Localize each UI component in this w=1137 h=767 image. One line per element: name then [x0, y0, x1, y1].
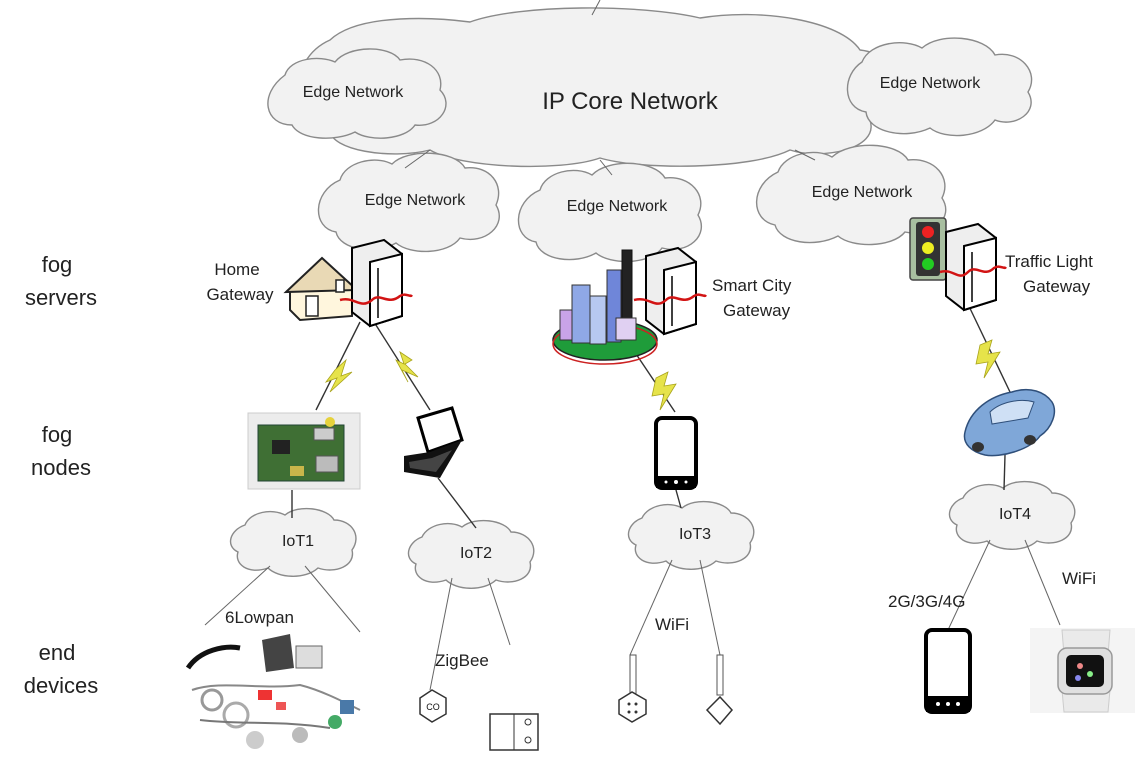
iot4-label: IoT4 [999, 506, 1031, 523]
tier-fog-servers-line1: fog [42, 252, 73, 277]
edge-cloud-home: Edge Network [317, 152, 500, 253]
traffic-light-icon [909, 217, 947, 281]
smartwatch-device [1030, 628, 1135, 713]
tier-fog-nodes-line1: fog [42, 422, 73, 447]
iot3-label: IoT3 [679, 526, 711, 543]
iot1-cloud: IoT1 [229, 507, 357, 577]
tier-end-devices-line2: devices [24, 673, 99, 698]
car-node [963, 388, 1056, 457]
house-icon [283, 256, 360, 322]
edge-cloud-top-right: Edge Network [846, 37, 1033, 137]
bolt-icon [395, 351, 419, 383]
server-icon [633, 246, 708, 336]
edge-cloud-top-left: Edge Network [267, 48, 447, 139]
traffic-light-gateway: Traffic Light Gateway [909, 217, 1093, 312]
wifi-sensor-right [705, 654, 734, 726]
wifi-sensor-left [618, 654, 647, 723]
co-sensor: CO [419, 689, 447, 723]
traffic-gateway-line2: Gateway [1023, 277, 1091, 296]
laptop-node [404, 406, 464, 478]
wireless-bolts [324, 339, 1001, 411]
traffic-gateway-line1: Traffic Light [1005, 252, 1093, 271]
edge-label-top-left: Edge Network [303, 84, 404, 101]
city-icon [552, 249, 658, 365]
cellular-phone-device [924, 628, 972, 714]
wall-switch-device [489, 713, 539, 751]
co-sensor-label: CO [426, 702, 440, 712]
protocol-wifi-car: WiFi [1062, 569, 1096, 588]
protocol-zigbee: ZigBee [435, 651, 489, 670]
iot1-label: IoT1 [282, 533, 314, 550]
smart-city-gateway: Smart City Gateway [552, 246, 792, 365]
edge-label-traffic: Edge Network [812, 184, 913, 201]
server-icon [339, 238, 414, 328]
smartphone-node [654, 416, 698, 490]
iot2-label: IoT2 [460, 545, 492, 562]
ip-core-label: IP Core Network [542, 88, 719, 115]
protocol-wifi-city: WiFi [655, 615, 689, 634]
tier-fog-servers-line2: servers [25, 285, 97, 310]
protocol-cellular: 2G/3G/4G [888, 592, 965, 611]
iot4-cloud: IoT4 [948, 480, 1076, 550]
sensor-cluster-6lowpan [185, 634, 361, 749]
bolt-icon [651, 371, 677, 411]
protocol-6lowpan: 6Lowpan [225, 608, 294, 627]
tier-fog-nodes-line2: nodes [31, 455, 91, 480]
server-icon [939, 222, 1008, 312]
bolt-icon [975, 339, 1001, 379]
bolt-icon [324, 358, 353, 393]
home-gateway-line2: Gateway [206, 285, 274, 304]
iot2-cloud: IoT2 [407, 519, 535, 589]
edge-cloud-traffic: Edge Network [755, 144, 947, 246]
city-gateway-line2: Gateway [723, 301, 791, 320]
raspberry-pi-node [247, 412, 361, 490]
home-gateway: Home Gateway [206, 238, 414, 328]
city-gateway-line1: Smart City [712, 276, 792, 295]
edge-cloud-city: Edge Network [517, 162, 702, 263]
home-gateway-line1: Home [214, 260, 259, 279]
edge-label-home: Edge Network [365, 192, 466, 209]
edge-label-city: Edge Network [567, 198, 668, 215]
edge-label-top-right: Edge Network [880, 75, 981, 92]
tier-end-devices-line1: end [39, 640, 76, 665]
iot3-cloud: IoT3 [627, 500, 755, 570]
